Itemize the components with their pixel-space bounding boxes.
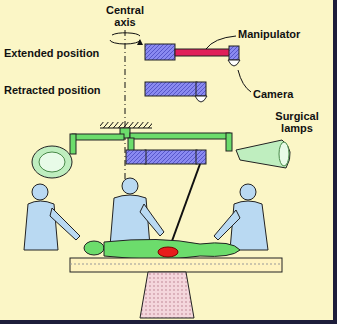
manipulator-joint xyxy=(126,150,146,164)
table-pattern xyxy=(70,264,282,265)
lamp-arm xyxy=(70,134,76,154)
rotation-arrow xyxy=(110,40,140,44)
arm xyxy=(214,210,240,240)
surgeon-center xyxy=(110,178,164,246)
part-label: Central axis xyxy=(97,4,153,28)
frame-edge xyxy=(333,0,337,324)
lamp-lens xyxy=(39,152,65,172)
leader-line xyxy=(238,70,251,92)
lamp-arm xyxy=(226,133,232,151)
manipulator-base xyxy=(145,44,175,60)
patient-head xyxy=(84,241,104,255)
head xyxy=(122,178,138,194)
camera-symbol xyxy=(195,96,207,102)
arm xyxy=(140,204,164,236)
head xyxy=(32,184,48,200)
surgeon-right xyxy=(214,184,268,250)
retracted-manipulator xyxy=(145,82,207,102)
lamp-arm xyxy=(130,133,230,139)
frame-edge xyxy=(0,320,337,324)
surgeon-left xyxy=(24,184,80,250)
camera-symbol xyxy=(228,60,240,66)
body xyxy=(230,201,268,250)
operating-table xyxy=(70,258,282,272)
table-pedestal xyxy=(140,272,194,318)
body xyxy=(110,195,150,246)
lamp-lens xyxy=(279,142,289,166)
part-label: Manipulator xyxy=(238,28,300,40)
surgical-lamp-left xyxy=(32,134,124,178)
part-label: Extended position xyxy=(4,47,99,59)
manipulator-base xyxy=(145,82,197,96)
lamp-head xyxy=(236,140,290,168)
manipulator-base xyxy=(145,150,197,164)
laparoscope xyxy=(168,164,200,252)
lamp-arm xyxy=(72,134,124,140)
leader-line xyxy=(206,36,236,49)
part-label: Surgical lamps xyxy=(266,110,328,134)
rotation-arrow xyxy=(112,33,140,36)
arm xyxy=(50,208,80,240)
part-label: Retracted position xyxy=(4,84,101,96)
organ xyxy=(158,247,178,257)
head xyxy=(240,184,256,200)
lamp-head xyxy=(32,146,72,178)
camera-holder xyxy=(196,82,206,96)
patient xyxy=(84,239,240,259)
extended-manipulator xyxy=(145,44,240,66)
camera-holder xyxy=(229,46,239,60)
surgical-lamp-right xyxy=(130,133,290,168)
manipulator-arm xyxy=(175,49,231,56)
ceiling-hatch xyxy=(100,122,152,128)
part-label: Camera xyxy=(253,88,293,100)
camera-holder xyxy=(196,150,206,164)
patient-body xyxy=(104,239,240,259)
